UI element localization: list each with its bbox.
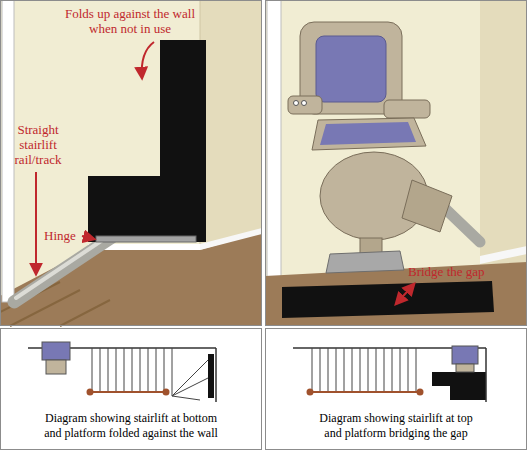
- leader-line: [35, 172, 37, 274]
- panel-border: [1, 1, 262, 326]
- caption-text: Diagram showing stairlift at bottom and …: [39, 411, 223, 441]
- plan-chair: [42, 342, 70, 360]
- plan-ground: [0, 328, 262, 450]
- plan-winder-steps: [172, 348, 212, 400]
- folding-platform: [88, 40, 206, 242]
- plan-newel: [87, 389, 94, 396]
- plan-newel: [163, 389, 170, 396]
- chair-cushion: [316, 36, 386, 102]
- leader-line: [82, 236, 94, 239]
- plan-newel: [307, 389, 314, 396]
- caption-panel: Diagram showing stairlift at top and pla…: [265, 328, 527, 450]
- armrest: [384, 100, 430, 118]
- seat-cushion: [320, 122, 416, 145]
- panel-border: [266, 1, 527, 326]
- control-button: [302, 101, 307, 106]
- floor: [265, 262, 527, 326]
- plan-balusters: [92, 348, 164, 392]
- wall: [265, 0, 527, 326]
- rail-carriage: [402, 180, 452, 232]
- hinge: [96, 236, 196, 242]
- footrest: [326, 251, 404, 273]
- callout-text: Folds up against the wall when not in us…: [65, 6, 195, 36]
- floor: [0, 232, 262, 326]
- plan-chair-base: [456, 364, 474, 372]
- callout-label: Folds up against the wall when not in us…: [60, 6, 200, 36]
- skirting-board: [200, 228, 262, 250]
- callout-text: Hinge: [44, 228, 76, 243]
- plan-handrail: [310, 391, 420, 393]
- bridging-platform: [282, 281, 494, 318]
- plan-newel: [417, 389, 424, 396]
- callout-label: Straight stairlift rail/track: [8, 122, 68, 167]
- rail-highlight: [16, 235, 110, 298]
- callout-text: Straight stairlift rail/track: [15, 122, 62, 167]
- skirting-board: [480, 246, 527, 264]
- plan-folded-platform: [208, 354, 214, 398]
- callout-label: Bridge the gap: [408, 264, 504, 279]
- wall: [0, 0, 262, 326]
- callout-label: Hinge: [44, 228, 84, 243]
- stairlift-rail: [14, 237, 112, 302]
- plan-ground: [265, 328, 527, 450]
- plan-chair-base: [46, 360, 66, 374]
- plan-chair: [452, 346, 478, 364]
- fold-arrow: [142, 42, 154, 78]
- caption-panel: Diagram showing stairlift at bottom and …: [0, 328, 262, 450]
- plan-wall: [485, 348, 487, 402]
- control-button: [294, 101, 299, 106]
- banister-post: [2, 0, 14, 302]
- plan-balusters: [312, 348, 416, 392]
- seat-frame: [312, 118, 426, 150]
- plan-handrail: [90, 391, 166, 393]
- banister-post: [267, 0, 281, 300]
- gap-arrow: [396, 284, 414, 304]
- caption-text: Diagram showing stairlift at top and pla…: [313, 411, 479, 441]
- plan-wall: [215, 348, 217, 402]
- armrest: [288, 96, 322, 114]
- plan-bridging-platform: [432, 372, 486, 400]
- callout-text: Bridge the gap: [408, 264, 485, 279]
